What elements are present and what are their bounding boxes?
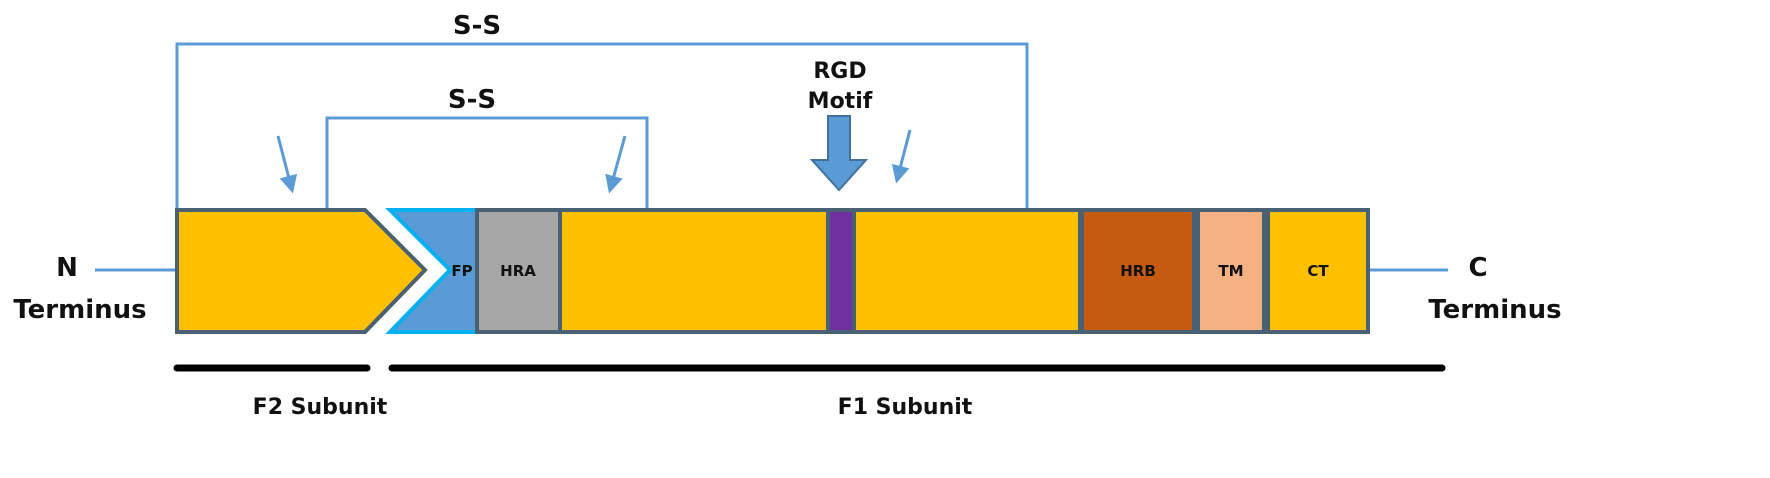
cleavage-arrow-icon [605, 135, 627, 194]
f1-domain-right [852, 208, 1082, 334]
cleavage-arrow-icon [276, 135, 298, 194]
f2-subunit-label: F2 Subunit [253, 395, 388, 420]
tm-domain [1196, 208, 1266, 334]
c-terminus-label-1: C [1468, 253, 1487, 283]
rgd-band [826, 208, 856, 334]
ss-inner-label: S-S [448, 85, 496, 115]
rgd-label-2: Motif [808, 89, 873, 114]
hrb-domain [1080, 208, 1196, 334]
ct-label: CT [1307, 262, 1329, 280]
hra-domain [475, 208, 562, 334]
rgd-label-1: RGD [813, 59, 866, 84]
n-terminus-label-1: N [56, 253, 78, 283]
tm-label: TM [1218, 262, 1243, 280]
hra-label: HRA [500, 262, 536, 280]
c-terminus-label-2: Terminus [1428, 295, 1561, 325]
fp-label: FP [451, 262, 472, 280]
hrb-label: HRB [1120, 262, 1156, 280]
cleavage-arrow-icon [891, 129, 912, 184]
ss-outer-label: S-S [453, 11, 501, 41]
f1-subunit-label: F1 Subunit [838, 395, 973, 420]
f2-domain [175, 208, 428, 334]
rgd-block-arrow-icon [809, 115, 869, 192]
ss-outer-bracket [175, 42, 1029, 210]
fp-domain [385, 208, 479, 334]
f1-domain-left [558, 208, 830, 334]
ss-inner-bracket [325, 116, 649, 210]
n-terminus-label-2: Terminus [13, 295, 146, 325]
ct-domain [1266, 208, 1370, 334]
